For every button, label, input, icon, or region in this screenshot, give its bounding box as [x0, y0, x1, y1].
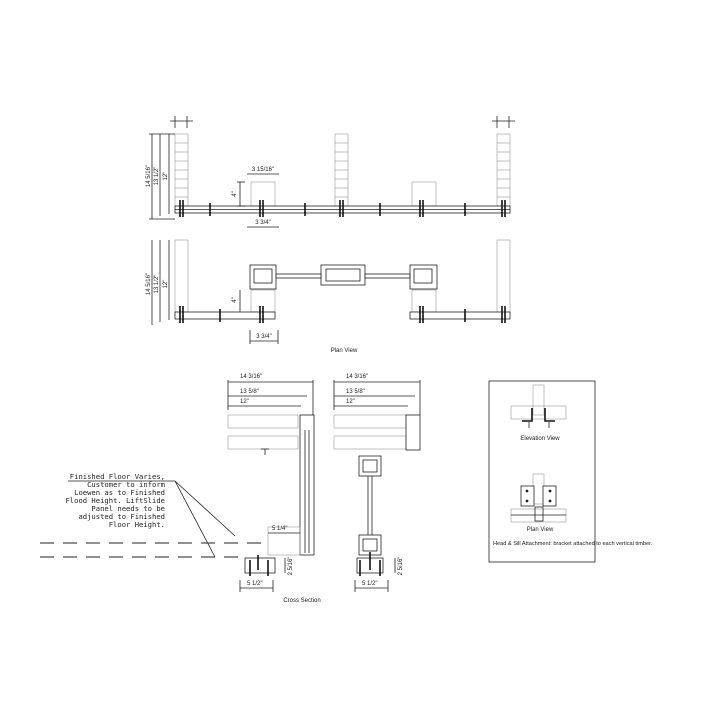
dim-post-depth: 4": [232, 191, 238, 196]
dim-post-width-top: 3 15/16": [252, 167, 274, 173]
plan-view-bottom: 14 5/16" 13 1/2" 12" 4" 3 3/4" Plan View: [146, 239, 511, 354]
elevation-view-label: Elevation View: [520, 436, 560, 442]
note-line: Floor Height.: [109, 520, 165, 529]
attachment-caption: Head & Sill Attachment: bracket attached…: [493, 541, 653, 547]
head-track: [358, 455, 382, 477]
dim-post-depth: 4": [232, 297, 238, 302]
dim-inner: 12": [240, 399, 249, 405]
note-line: adjusted to Finished: [78, 512, 165, 521]
dim-overall: 14 3/16": [346, 374, 368, 380]
dim-inner: 12": [163, 172, 169, 181]
dim-sill-height: 2 5/16": [398, 557, 404, 576]
dim-sill-width: 5 1/2": [247, 581, 262, 587]
dim-sill-height: 2 5/16": [288, 557, 294, 576]
attachment-detail: Elevation View Plan View Head & Sill Att…: [488, 380, 653, 563]
cross-section-left: 14 3/16" 13 5/8" 12" 5 1/4" 5 1/2" 2 5/1…: [227, 374, 315, 592]
dim-post-width-bottom: 3 3/4": [256, 334, 271, 340]
plan-view-top: 14 5/16" 13 1/2" 12" 3 15/16" 4" 3 3/4": [146, 116, 515, 228]
plan-view-title: Plan View: [331, 348, 358, 354]
dim-overall: 14 5/16": [146, 273, 152, 295]
dim-overall: 14 5/16": [146, 165, 152, 187]
note-line: Panel needs to be: [91, 504, 165, 513]
note-line: Loewen as to Finished: [74, 488, 165, 497]
note-line: Flood Height. LiftSlide: [65, 496, 165, 505]
cross-section-title: Cross Section: [283, 598, 320, 604]
dim-mid: 13 1/2": [154, 167, 160, 186]
post-bracket-center: [320, 264, 366, 286]
cross-section-right: 14 3/16" 13 5/8" 12" 5 1/2" 2 5/16" Cros…: [283, 374, 421, 604]
dim-mid: 13 1/2": [154, 275, 160, 294]
dim-inner: 12": [163, 280, 169, 289]
dim-overall: 14 3/16": [240, 374, 262, 380]
dim-mid: 13 5/8": [346, 389, 365, 395]
finished-floor-note: Finished Floor Varies,Customer to inform…: [40, 472, 270, 558]
dim-mid: 13 5/8": [240, 389, 259, 395]
dim-post-width-bottom: 3 3/4": [255, 220, 270, 226]
dim-sill-width: 5 1/2": [362, 581, 377, 587]
dim-offset: 5 1/4": [272, 526, 287, 532]
note-line: Finished Floor Varies,: [70, 472, 165, 481]
dim-inner: 12": [346, 399, 355, 405]
plan-view-label: Plan View: [527, 527, 554, 533]
note-line: Customer to inform: [87, 480, 165, 489]
